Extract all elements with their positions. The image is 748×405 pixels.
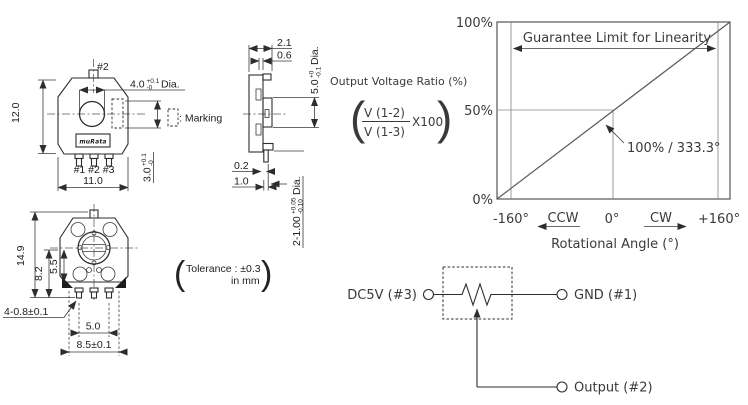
dim-body-lower-height: 5.5 xyxy=(48,259,60,274)
front-view-dimensions: 12.0 11.0 4.0 +0.1 -0 Dia. 3.0 +0.1 -0 xyxy=(10,78,185,191)
formula-denominator: V (1-3) xyxy=(364,125,405,139)
supply-label: DC5V (#3) xyxy=(347,288,417,303)
dim-shaft-dia-value: 4.0 xyxy=(130,79,145,91)
slope-annotation-arrow xyxy=(605,124,625,144)
side-body-plate xyxy=(248,74,264,153)
cw-label: CW xyxy=(650,211,672,226)
dim-pin-size: 4-0.8±0.1 xyxy=(4,306,48,318)
side-pin xyxy=(263,149,269,163)
side-shaft-flange xyxy=(262,97,273,128)
xtick-minus160: -160° xyxy=(493,212,529,227)
ytick-50: 50% xyxy=(464,104,493,119)
dim-feet-span: 8.5±0.1 xyxy=(77,339,112,351)
output-ratio-formula: Output Voltage Ratio (%) ( V (1-2) V (1-… xyxy=(330,75,467,144)
mount-foot-right xyxy=(115,277,126,288)
ytick-0: 0% xyxy=(472,193,493,208)
plot-frame xyxy=(496,21,731,200)
tolerance-close-paren: ) xyxy=(261,255,272,293)
side-slot-upper xyxy=(255,88,262,101)
formula-numerator: V (1-2) xyxy=(364,106,405,120)
potentiometer-dashed-box xyxy=(442,266,513,320)
front-pins xyxy=(74,153,114,167)
back-view: 14.9 8.2 5.5 4-0.8±0.1 5.0 8.5±0.1 xyxy=(3,204,138,356)
dim-step-thickness: 0.6 xyxy=(277,50,292,62)
dim-pin-dia-suffix: Dia. xyxy=(291,176,303,195)
dim-flange-dia-tol-dn: -0.1 xyxy=(316,66,323,78)
dim-shaft-dia-tol-up: +0.1 xyxy=(147,78,160,85)
front-pin-labels: #1 #2 #3 xyxy=(74,164,115,176)
side-shaft-slot xyxy=(264,109,270,118)
marking-legend-label: : Marking xyxy=(179,113,222,125)
side-view-dimensions: 2.1 0.6 5.0 +0 -0.1 Dia. 0.2 1.0 xyxy=(232,37,323,248)
side-top-tab xyxy=(262,73,272,81)
ground-terminal xyxy=(556,288,568,301)
back-hole-bottom-right xyxy=(100,266,116,282)
x-axis-title: Rotational Angle (°) xyxy=(551,237,679,252)
linearity-chart: Guarantee Limit for Linearity 100% 50% 0… xyxy=(456,16,740,252)
dim-flange-dia-value: 5.0 xyxy=(309,79,321,94)
formula-multiplier: X100 xyxy=(412,115,443,129)
dim-flange-dia-tol-up: +0 xyxy=(309,70,316,78)
side-view: 2.1 0.6 5.0 +0 -0.1 Dia. 0.2 1.0 xyxy=(232,37,323,248)
dim-body-height: 12.0 xyxy=(10,102,22,123)
output-terminal xyxy=(556,381,568,393)
back-view-dimensions: 14.9 8.2 5.5 4-0.8±0.1 5.0 8.5±0.1 xyxy=(3,211,128,356)
dim-pin-width: 1.0 xyxy=(234,176,249,188)
dim-pin-dia-tol-dn: -0.10 xyxy=(298,199,305,214)
ccw-label: CCW xyxy=(547,211,578,226)
dim-marking-height-tol-up: +0.1 xyxy=(141,153,148,166)
dim-marking-height-tol-dn: -0 xyxy=(148,160,155,166)
formula-open-paren: ( xyxy=(350,92,366,144)
tolerance-line2: in mm xyxy=(231,275,260,287)
logo-box xyxy=(75,133,111,148)
dim-pin-tip-height: 8.2 xyxy=(33,266,45,281)
tolerance-line1: Tolerance : ±0.3 xyxy=(186,263,261,275)
dim-shaft-dia-tol-dn: -0 xyxy=(147,85,153,92)
dim-total-height: 14.9 xyxy=(15,245,27,266)
dim-pin-offset: 0.2 xyxy=(234,160,249,172)
front-top-pin-label: #2 xyxy=(97,61,109,73)
y-axis-title: Output Voltage Ratio (%) xyxy=(330,75,467,88)
xtick-plus160: +160° xyxy=(698,212,740,227)
supply-terminal xyxy=(422,288,435,301)
side-foot xyxy=(262,142,274,151)
dim-pin-dia-tol-up: +0.05 xyxy=(291,197,298,214)
resistor-element xyxy=(433,282,557,307)
back-pins xyxy=(74,287,114,299)
dim-pin-dia-value: 2-1.00 xyxy=(291,216,303,246)
dim-marking-height-value: 3.0 xyxy=(142,167,154,182)
slope-annotation: 100% / 333.3° xyxy=(627,141,721,156)
marking-legend-box xyxy=(167,108,179,127)
ground-label: GND (#1) xyxy=(574,288,637,303)
dim-shaft-dia-suffix: Dia. xyxy=(161,79,180,91)
murata-logo: muRata xyxy=(79,139,106,146)
side-slot-lower xyxy=(255,123,262,136)
dim-pin-span: 5.0 xyxy=(86,321,101,333)
ytick-100: 100% xyxy=(456,16,493,31)
dim-flange-dia-suffix: Dia. xyxy=(309,46,321,65)
output-label: Output (#2) xyxy=(574,381,653,396)
rotor-shaft-circle xyxy=(78,100,106,128)
guarantee-label: Guarantee Limit for Linearity xyxy=(523,31,712,46)
wiring-diagram: DC5V (#3) GND (#1) Output (#2) xyxy=(347,266,653,396)
marking-area-box xyxy=(111,98,124,129)
front-view: #2 muRata #1 #2 #3 12.0 11.0 4.0 +0. xyxy=(10,59,222,191)
tolerance-note: ( Tolerance : ±0.3 in mm ) xyxy=(174,255,272,293)
back-hole-bottom-left xyxy=(72,266,88,282)
formula-close-paren: ) xyxy=(437,92,452,144)
xtick-0: 0° xyxy=(605,212,620,227)
tolerance-open-paren: ( xyxy=(174,255,186,293)
dim-total-thickness: 2.1 xyxy=(277,37,292,49)
back-hole-top-right xyxy=(102,222,118,237)
back-hole-top-left xyxy=(70,222,86,237)
dim-body-width: 11.0 xyxy=(83,175,103,187)
front-body-outline xyxy=(57,77,129,155)
